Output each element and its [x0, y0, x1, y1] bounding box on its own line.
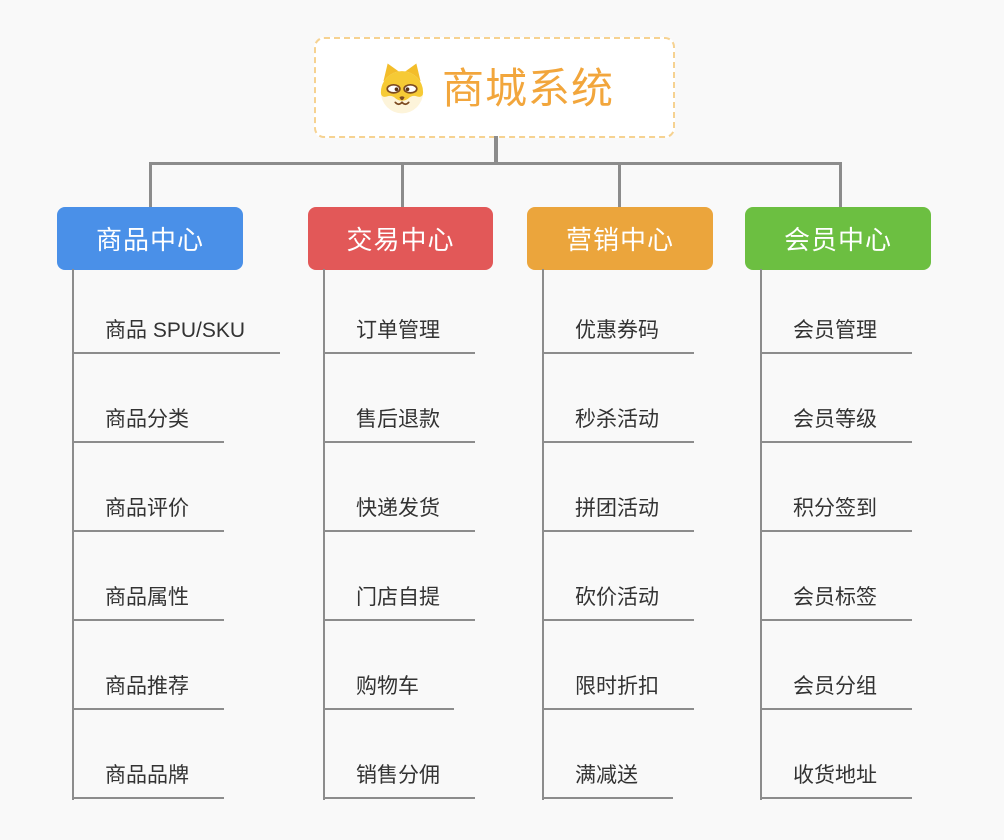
branch-node-products[interactable]: 商品中心 [57, 207, 243, 270]
topic-item[interactable]: 限时折扣 [542, 673, 694, 710]
root-node[interactable]: 商城系统 [314, 37, 675, 138]
topic-item[interactable]: 订单管理 [323, 317, 475, 354]
topic-item[interactable]: 积分签到 [760, 495, 912, 532]
topic-item[interactable]: 满减送 [542, 762, 673, 799]
branch-node-trade[interactable]: 交易中心 [308, 207, 493, 270]
topic-item[interactable]: 商品分类 [72, 406, 224, 443]
topic-item[interactable]: 门店自提 [323, 584, 475, 621]
branch-drop-line [618, 163, 621, 208]
topic-item[interactable]: 售后退款 [323, 406, 475, 443]
topic-item[interactable]: 商品品牌 [72, 762, 224, 799]
root-title: 商城系统 [441, 64, 614, 112]
branch-column-trade: 订单管理售后退款快递发货门店自提购物车销售分佣 [323, 269, 475, 800]
topic-item[interactable]: 秒杀活动 [542, 406, 694, 443]
topic-item[interactable]: 商品推荐 [72, 673, 224, 710]
topic-item[interactable]: 优惠券码 [542, 317, 694, 354]
branch-drop-line [839, 163, 842, 208]
topic-item[interactable]: 收货地址 [760, 762, 912, 799]
topic-item[interactable]: 会员管理 [760, 317, 912, 354]
topic-item[interactable]: 销售分佣 [323, 762, 475, 799]
branch-drop-line [401, 163, 404, 208]
branch-label: 商品中心 [95, 225, 204, 255]
topic-item[interactable]: 砍价活动 [542, 584, 694, 621]
branch-column-products: 商品 SPU/SKU 商品分类商品评价商品属性商品推荐商品品牌 [72, 269, 281, 800]
branch-horizontal-line [149, 162, 842, 165]
branch-column-marketing: 优惠券码秒杀活动拼团活动砍价活动限时折扣满减送 [542, 269, 694, 800]
topic-item[interactable]: 会员标签 [760, 584, 912, 621]
branch-label: 营销中心 [565, 225, 674, 255]
branch-drop-line [149, 163, 152, 208]
dog-face-icon [380, 63, 424, 113]
topic-item[interactable]: 会员分组 [760, 673, 912, 710]
topic-item[interactable]: 快递发货 [323, 495, 475, 532]
branch-label: 交易中心 [346, 225, 455, 255]
branch-node-marketing[interactable]: 营销中心 [527, 207, 713, 270]
branch-node-members[interactable]: 会员中心 [745, 207, 931, 270]
branch-column-members: 会员管理会员等级积分签到会员标签会员分组收货地址 [760, 269, 912, 800]
topic-item[interactable]: 购物车 [323, 673, 454, 710]
topic-item[interactable]: 商品属性 [72, 584, 224, 621]
topic-item[interactable]: 商品 SPU/SKU [72, 317, 281, 354]
topic-item[interactable]: 会员等级 [760, 406, 912, 443]
root-connector-line [494, 136, 498, 165]
branch-label: 会员中心 [783, 225, 892, 255]
topic-item[interactable]: 拼团活动 [542, 495, 694, 532]
topic-item[interactable]: 商品评价 [72, 495, 224, 532]
